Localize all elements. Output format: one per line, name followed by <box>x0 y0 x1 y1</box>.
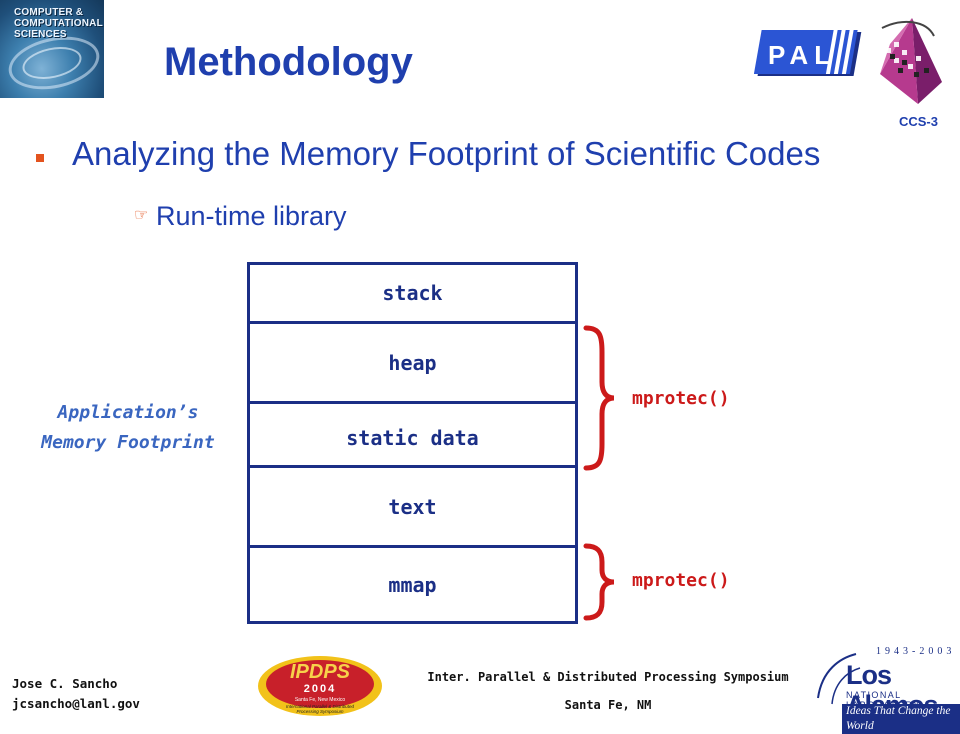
mprotect-label-upper: mprotec() <box>632 388 730 409</box>
ccs-logo-line2: COMPUTATIONAL <box>14 18 103 29</box>
svg-text:IPDPS: IPDPS <box>290 661 351 683</box>
side-label-line1: Application’s <box>57 402 199 423</box>
presenter-email: jcsancho@lanl.gov <box>12 696 140 711</box>
presenter-info: Jose C. Sancho jcsancho@lanl.gov <box>12 674 140 714</box>
lanl-tagline: Ideas That Change the World <box>842 704 960 734</box>
ipdps-logo: IPDPS 2004 Santa Fe, New Mexico Internat… <box>258 656 382 716</box>
svg-text:Santa Fe, New Mexico: Santa Fe, New Mexico <box>295 697 346 703</box>
conference-name: Inter. Parallel & Distributed Processing… <box>427 670 789 684</box>
svg-text:International Parallel & Distr: International Parallel & Distributed <box>286 704 355 709</box>
pointing-hand-bullet-icon: ☞ <box>134 207 149 224</box>
slide-title: Methodology <box>164 40 413 84</box>
brace-mmap-icon <box>583 543 615 621</box>
svg-text:Processing Symposium: Processing Symposium <box>296 709 343 714</box>
ccs-logo: COMPUTER & COMPUTATIONAL SCIENCES <box>0 0 104 98</box>
side-label-line2: Memory Footprint <box>41 432 215 453</box>
segment-heap: heap <box>250 321 575 401</box>
memory-layout-diagram: stack heap static data text mmap <box>247 262 578 624</box>
segment-stack: stack <box>382 281 443 305</box>
lanl-years: 1943-2003 <box>876 646 956 657</box>
conference-location: Santa Fe, NM <box>564 698 652 712</box>
ccs-logo-line1: COMPUTER & <box>14 7 84 18</box>
ccs3-crystal-logo <box>880 18 942 104</box>
segment-text: text <box>250 465 575 545</box>
lanl-logo-mark <box>817 653 861 705</box>
pal-logo-text: PAL <box>768 40 836 70</box>
square-bullet-icon <box>36 154 44 162</box>
ccs3-label: CCS-3 <box>898 114 938 129</box>
segment-static-data: static data <box>250 401 575 465</box>
svg-text:2004: 2004 <box>304 683 336 695</box>
pal-logo: PAL <box>754 30 862 76</box>
main-bullet: Analyzing the Memory Footprint of Scient… <box>72 135 821 172</box>
mprotect-label-lower: mprotec() <box>632 570 730 591</box>
presenter-name: Jose C. Sancho <box>12 676 118 691</box>
segment-mmap: mmap <box>250 545 575 621</box>
sub-bullet: Run-time library <box>156 201 347 231</box>
ccs-logo-line3: SCIENCES <box>14 29 67 40</box>
brace-heap-static-icon <box>583 325 615 471</box>
application-memory-footprint-label: Application’s Memory Footprint <box>18 398 238 458</box>
